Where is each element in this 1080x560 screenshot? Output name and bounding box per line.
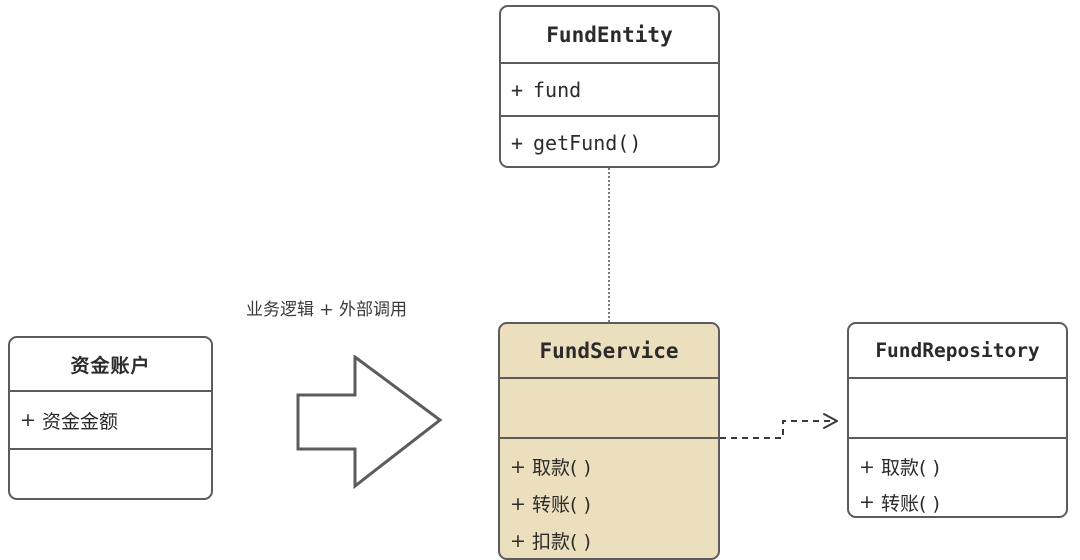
method-row: + getFund() [501, 131, 718, 155]
class-header-fund-service: FundService [500, 324, 718, 377]
member-name: fund [533, 77, 582, 102]
class-header-fund-repository: FundRepository [849, 324, 1066, 377]
class-attributes-fund-entity: + fund [501, 62, 718, 115]
connector-entity-to-service [608, 168, 610, 322]
class-methods-fund-service: + 取款( ) + 转账( ) + 扣款( ) [500, 437, 718, 558]
visibility-marker: + [511, 130, 524, 155]
dependency-arrow-icon [720, 413, 838, 439]
method-row: + 取款( ) [849, 449, 1066, 485]
transformation-arrow-icon [288, 354, 463, 510]
method-row: + 取款( ) [500, 448, 718, 485]
visibility-marker: + [510, 455, 526, 478]
method-row: + 转账( ) [500, 485, 718, 522]
class-header-fund-entity: FundEntity [501, 7, 718, 62]
member-name: 取款( ) [881, 457, 940, 480]
method-row: + 转账( ) [849, 485, 1066, 517]
method-row: + 扣款( ) [500, 522, 718, 558]
class-methods-fund-repository: + 取款( ) + 转账( ) [849, 437, 1066, 517]
class-attributes-fund-account: + 资金金额 [10, 390, 211, 448]
visibility-marker: + [510, 492, 526, 515]
member-name: 取款( ) [532, 457, 591, 479]
class-box-fund-entity[interactable]: FundEntity + fund + getFund() [499, 5, 720, 168]
member-name: getFund() [533, 130, 642, 155]
attribute-row: + 资金金额 [10, 407, 211, 434]
class-box-fund-repository[interactable]: FundRepository + 取款( ) + 转账( ) [847, 322, 1068, 518]
class-name-fund-account: 资金账户 [70, 354, 151, 377]
class-header-fund-account: 资金账户 [10, 338, 211, 390]
class-name-fund-repository: FundRepository [875, 339, 1040, 362]
class-name-fund-entity: FundEntity [546, 22, 673, 47]
class-attributes-fund-repository [849, 377, 1066, 437]
annotation-label: 业务逻辑 + 外部调用 [246, 300, 408, 320]
visibility-marker: + [859, 491, 875, 514]
visibility-marker: + [20, 409, 36, 431]
connector-service-to-repository [718, 410, 850, 450]
member-name: 转账( ) [532, 494, 591, 516]
class-methods-fund-account [10, 448, 211, 498]
class-box-fund-account[interactable]: 资金账户 + 资金金额 [8, 336, 213, 500]
member-name: 扣款( ) [532, 531, 591, 553]
visibility-marker: + [859, 455, 875, 478]
attribute-row: + fund [501, 78, 718, 102]
class-box-fund-service[interactable]: FundService + 取款( ) + 转账( ) + 扣款( ) [498, 322, 720, 560]
visibility-marker: + [510, 529, 526, 552]
visibility-marker: + [511, 77, 524, 102]
class-name-fund-service: FundService [539, 338, 679, 363]
class-methods-fund-entity: + getFund() [501, 115, 718, 166]
class-attributes-fund-service [500, 377, 718, 437]
member-name: 转账( ) [881, 492, 940, 515]
member-name: 资金金额 [42, 410, 119, 433]
